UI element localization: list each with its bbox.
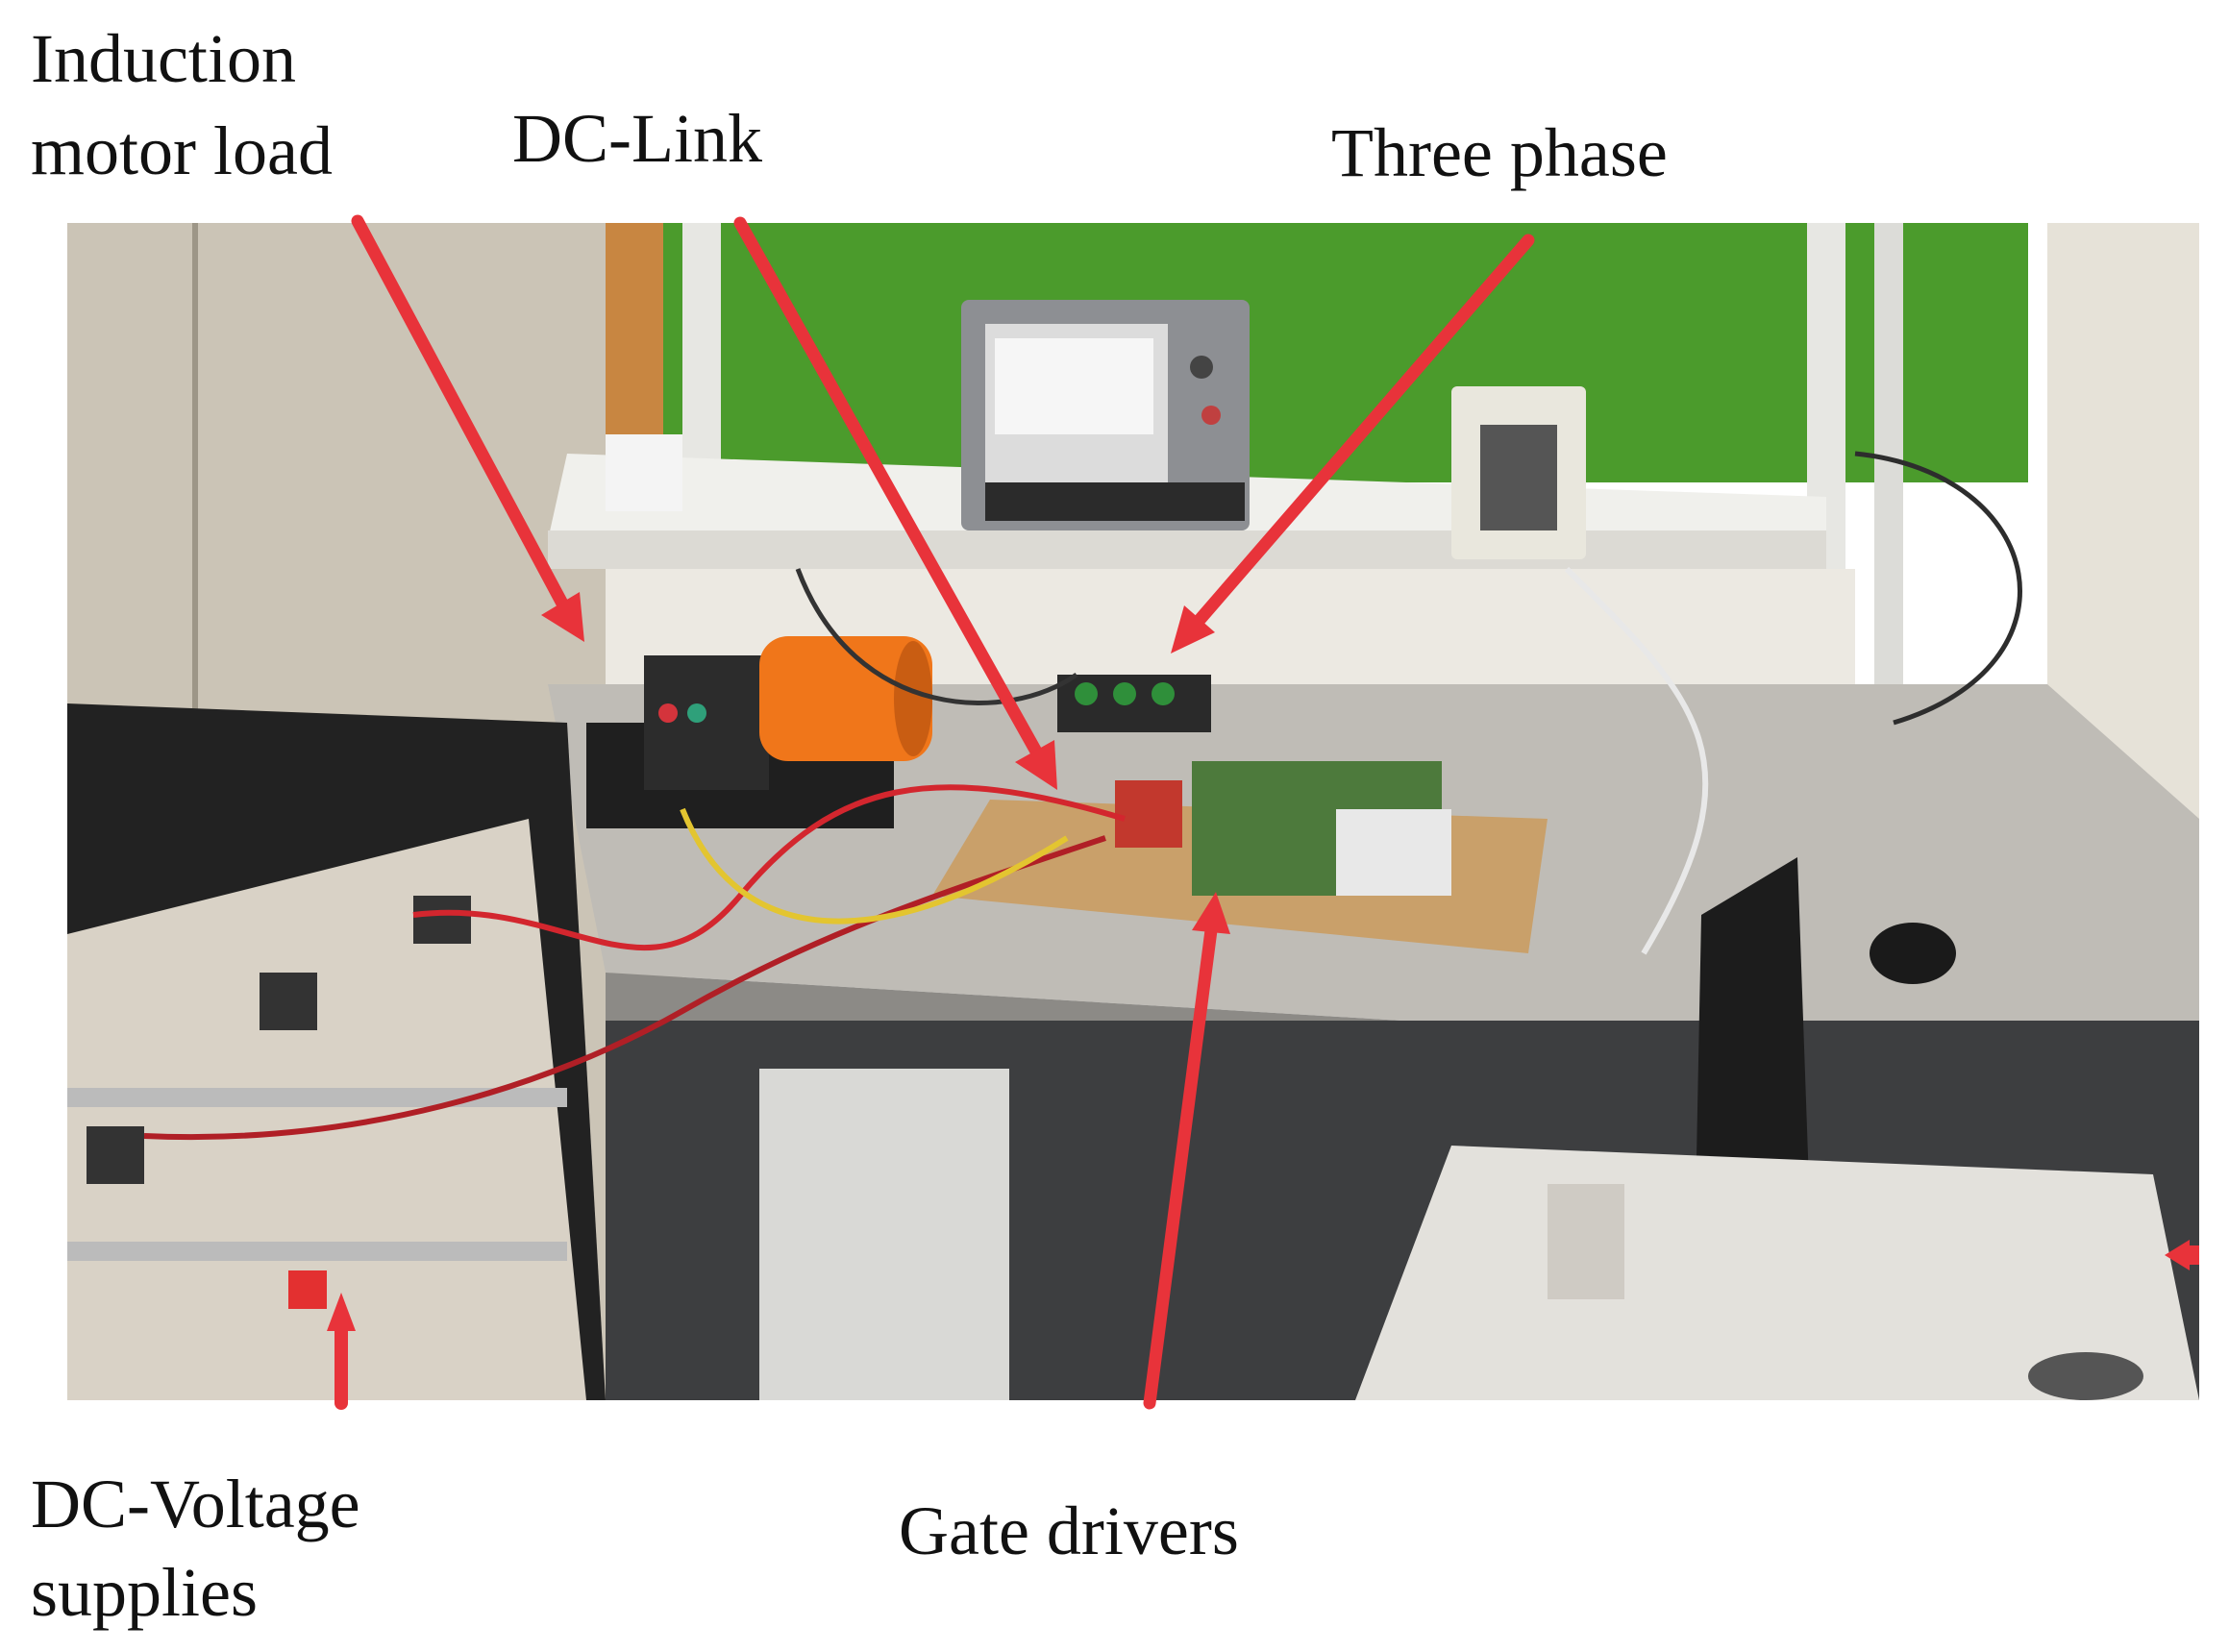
arrow-gate-drivers bbox=[1143, 892, 1230, 1410]
label-induction-motor-load-line2: motor load bbox=[31, 112, 333, 189]
label-dc-voltage-supplies-line2: supplies bbox=[31, 1554, 259, 1631]
label-dc-voltage-supplies-line1: DC-Voltage bbox=[31, 1466, 360, 1542]
label-gate-drivers: Gate drivers bbox=[899, 1492, 1239, 1569]
arrow-dc-link bbox=[733, 216, 1057, 790]
label-three-phase: Three phase bbox=[1331, 114, 1668, 191]
arrow-right-edge bbox=[2165, 1240, 2199, 1270]
label-dc-link: DC-Link bbox=[512, 100, 762, 177]
arrow-dc-voltage-supplies bbox=[327, 1293, 356, 1410]
label-induction-motor-load-line1: Induction bbox=[31, 20, 296, 97]
arrow-induction-motor-load bbox=[351, 214, 584, 642]
lab-setup-photo bbox=[67, 223, 2199, 1400]
arrow-three-phase bbox=[1171, 234, 1535, 653]
